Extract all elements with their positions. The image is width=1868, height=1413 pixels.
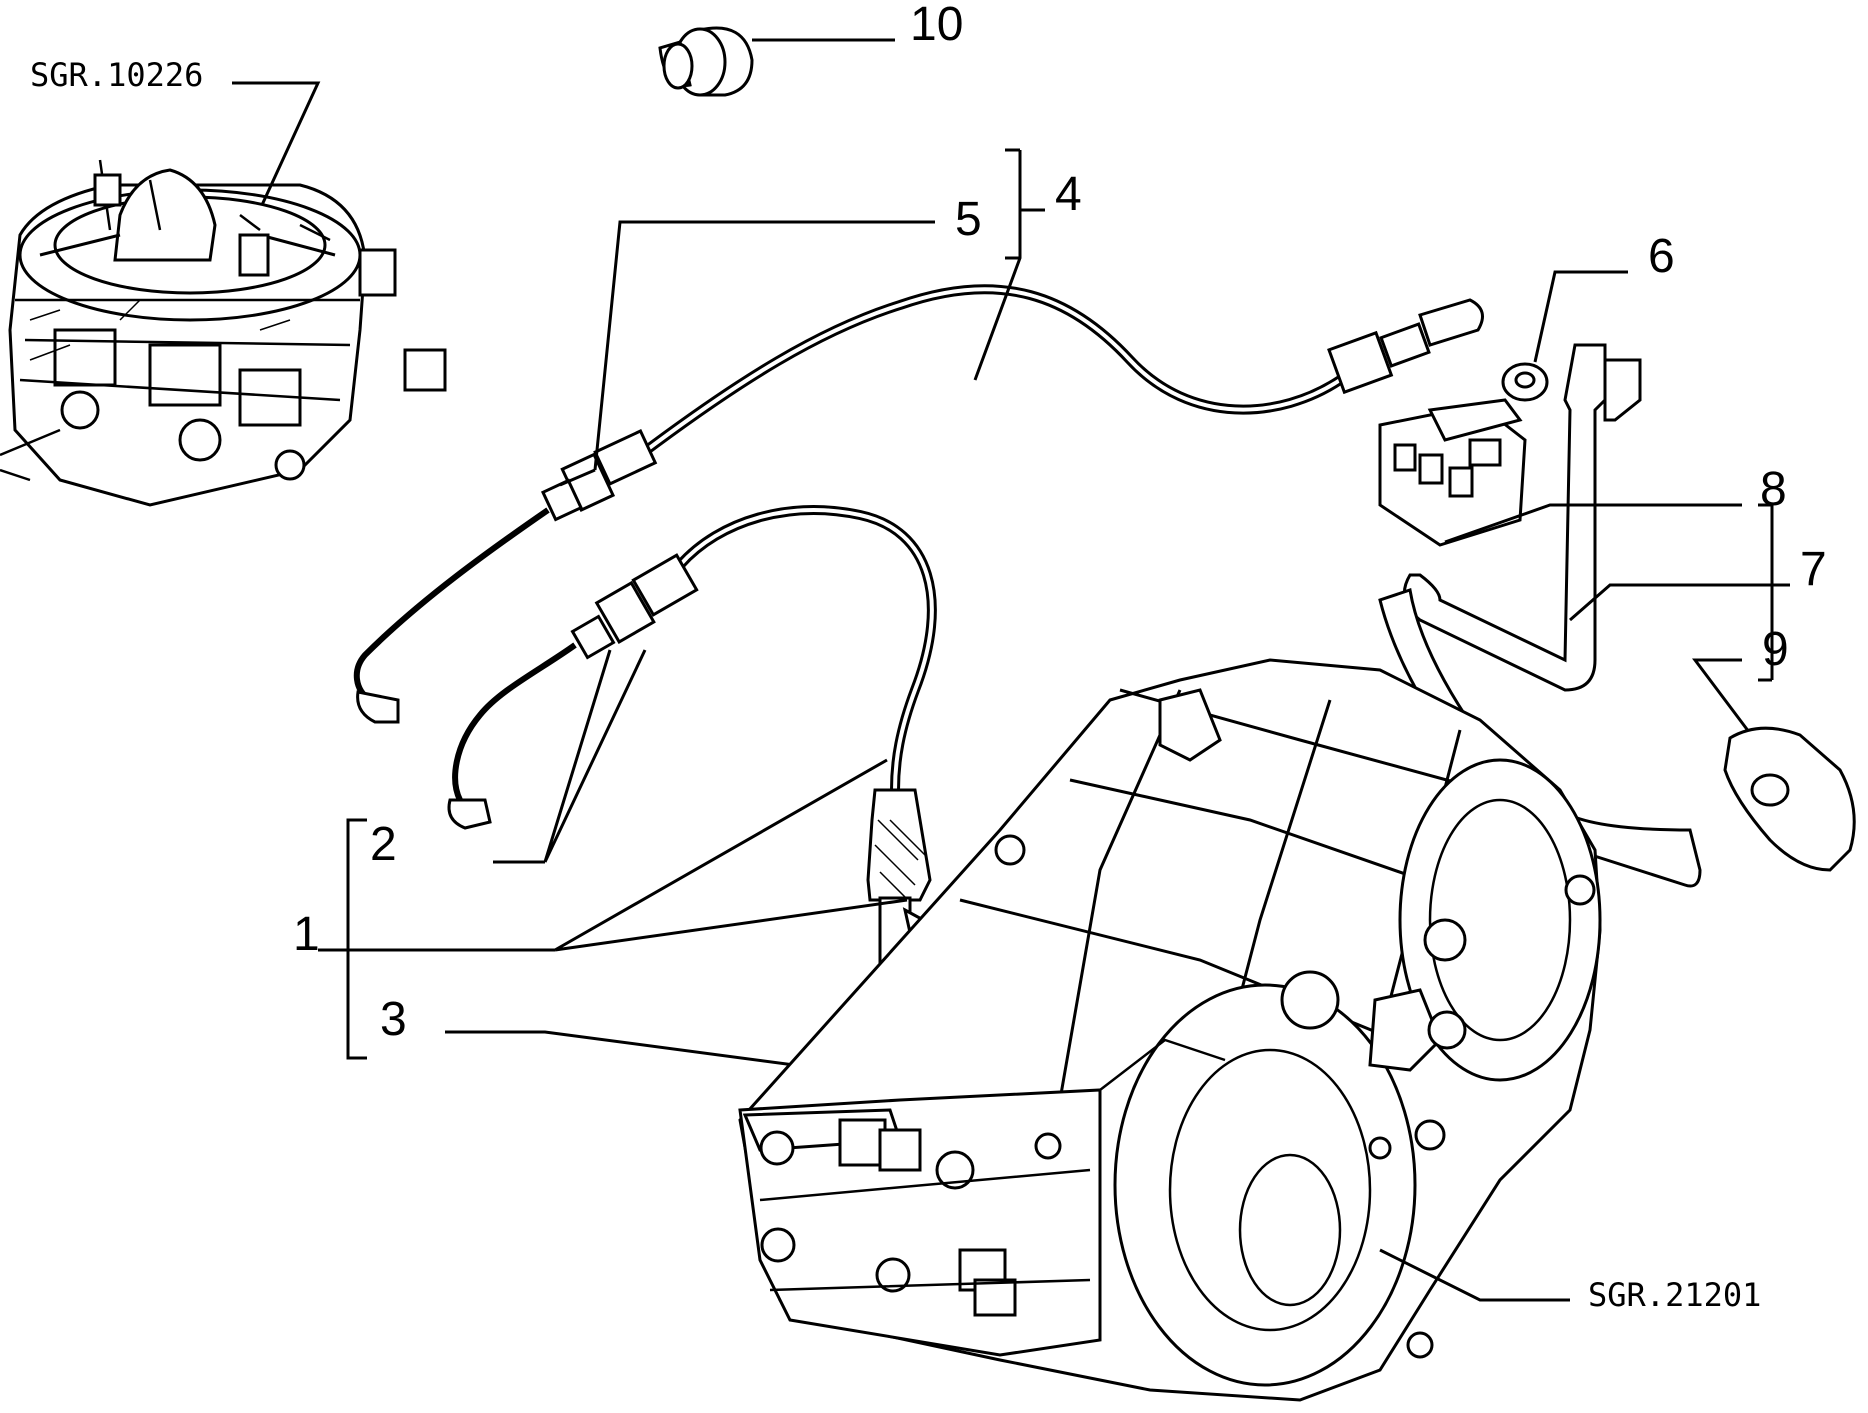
bracket-7 (1758, 503, 1790, 682)
callout-5: 5 (955, 193, 982, 246)
leader-2-branches (543, 649, 647, 863)
leader-sgr-10226 (232, 81, 321, 206)
callout-7: 7 (1800, 543, 1827, 596)
bracket-1 (346, 818, 367, 1060)
callout-3: 3 (380, 993, 407, 1046)
leader-sgr-21201 (1379, 1248, 1570, 1302)
callout-4: 4 (1055, 168, 1082, 221)
gearbox-illustration (738, 658, 1602, 1402)
leader-9 (1692, 658, 1757, 741)
callout-2: 2 (370, 818, 397, 871)
leader-6 (1533, 270, 1628, 363)
part-4-accelerator-cable (353, 284, 1484, 724)
part-8-bracket-block (1378, 398, 1527, 547)
bracket-4 (1005, 148, 1045, 260)
ref-code-sgr-21201: SGR.21201 (1588, 1276, 1761, 1314)
ref-code-sgr-10226: SGR.10226 (30, 56, 203, 94)
callout-9: 9 (1762, 623, 1789, 676)
leader-5-b (559, 468, 596, 487)
leader-7 (1569, 583, 1790, 622)
callout-10: 10 (910, 0, 963, 51)
leader-5 (593, 220, 935, 471)
leader-1-branches (554, 758, 908, 952)
leader-8 (1444, 503, 1742, 544)
part-10-grommet (658, 26, 754, 97)
part-9-cover-plate (1723, 726, 1856, 872)
leader-3 (445, 1030, 871, 1077)
callout-1: 1 (293, 908, 320, 961)
callout-6: 6 (1648, 230, 1675, 283)
part-6-nut (1501, 362, 1549, 402)
leader-4 (973, 150, 1022, 381)
carburettor-illustration (0, 159, 447, 507)
